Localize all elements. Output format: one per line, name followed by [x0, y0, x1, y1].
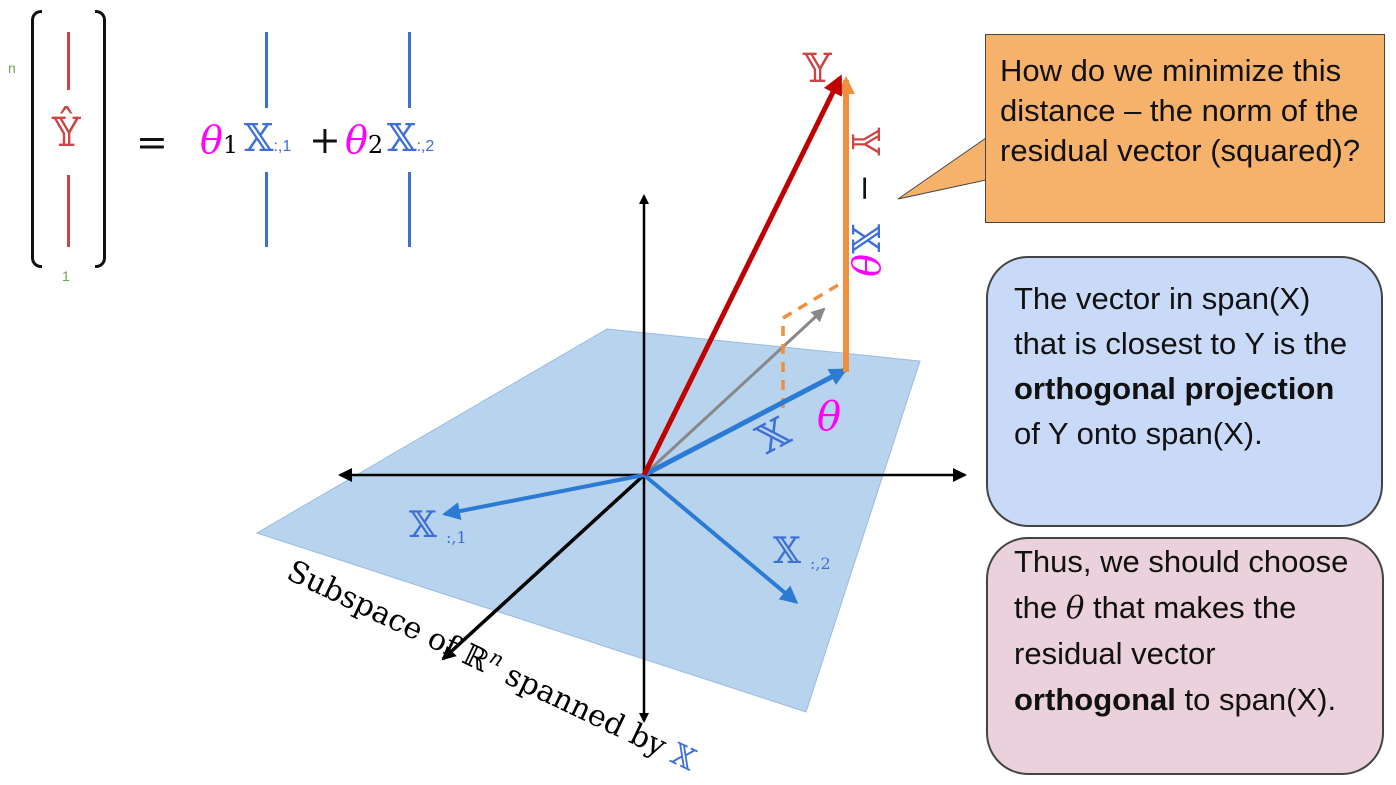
orthogonal-projection-callout: The vector in span(X) that is closest to…	[986, 256, 1383, 527]
theta1-symbol: θ	[200, 118, 223, 162]
question-callout: How do we minimize this distance – the n…	[985, 34, 1385, 223]
pink-callout-text-1: Thus, we should choose the	[1014, 544, 1349, 625]
yhat-symbol: 𝕐̂	[52, 110, 81, 156]
y-vector	[641, 74, 843, 477]
x1-column-bottom	[265, 172, 268, 247]
other-span-vector	[642, 307, 826, 477]
dashed-helper-lines	[781, 280, 844, 408]
yhat-column-bottom	[67, 175, 70, 247]
callout-tail-cover	[986, 139, 989, 179]
residual-minus-symbol: −	[845, 174, 885, 203]
x2-label-subscript: :,2	[810, 554, 831, 573]
residual-x-symbol: 𝕏	[843, 224, 887, 254]
theta2-subscript: 2	[367, 131, 384, 159]
blue-callout-text-1: The vector in span(X) that is closest to…	[1014, 281, 1348, 361]
plus-sign: +	[309, 118, 341, 162]
theta1-term: θ1	[200, 118, 238, 162]
pink-callout-text-2: that makes the residual vector	[1014, 590, 1297, 671]
yhat-column-top	[67, 32, 70, 90]
subspace-plane	[255, 328, 921, 713]
x1-column-top	[265, 32, 268, 108]
right-bracket	[95, 10, 106, 268]
equals-sign: =	[136, 120, 168, 164]
x2-term: 𝕏:,2	[387, 116, 434, 160]
xtheta-vector	[642, 367, 848, 478]
xtheta-theta-symbol: θ	[817, 394, 841, 440]
theta2-symbol: θ	[345, 118, 368, 162]
left-bracket	[31, 10, 42, 268]
x1-symbol: 𝕏	[244, 116, 274, 160]
axis-diagonal	[441, 473, 646, 661]
blue-callout-text-2: of Y onto span(X).	[1014, 416, 1263, 451]
choose-theta-callout: Thus, we should choose the θ that makes …	[986, 537, 1384, 775]
x2-vector	[642, 473, 799, 604]
dimension-n: n	[8, 60, 16, 76]
x2-subscript: :,2	[416, 138, 435, 155]
residual-label: 𝕐 − 𝕏 θ	[843, 127, 887, 277]
residual-y-symbol: 𝕐	[843, 127, 887, 156]
residual-theta-symbol: θ	[843, 254, 887, 277]
pink-callout-text-3: to span(X).	[1175, 682, 1337, 717]
x2-column-bottom	[408, 172, 411, 247]
plane-caption-suffix: spanned by	[491, 654, 680, 769]
x1-term: 𝕏:,1	[244, 116, 291, 160]
blue-callout-bold: orthogonal projection	[1014, 371, 1335, 406]
theta2-term: θ2	[345, 118, 383, 162]
pink-callout-theta: θ	[1065, 590, 1085, 626]
x1-label: 𝕏	[409, 505, 437, 546]
x2-column-top	[408, 32, 411, 108]
x1-vector	[442, 473, 645, 520]
x2-symbol: 𝕏	[387, 116, 417, 160]
callout-tail	[897, 137, 987, 200]
x1-label-subscript: :,1	[446, 528, 467, 547]
dimension-1: 1	[62, 268, 70, 284]
pink-callout-bold: orthogonal	[1014, 682, 1176, 717]
theta1-subscript: 1	[222, 131, 239, 159]
y-label: 𝕐	[802, 46, 832, 92]
x2-label: 𝕏	[773, 531, 801, 572]
x1-subscript: :,1	[273, 138, 292, 155]
